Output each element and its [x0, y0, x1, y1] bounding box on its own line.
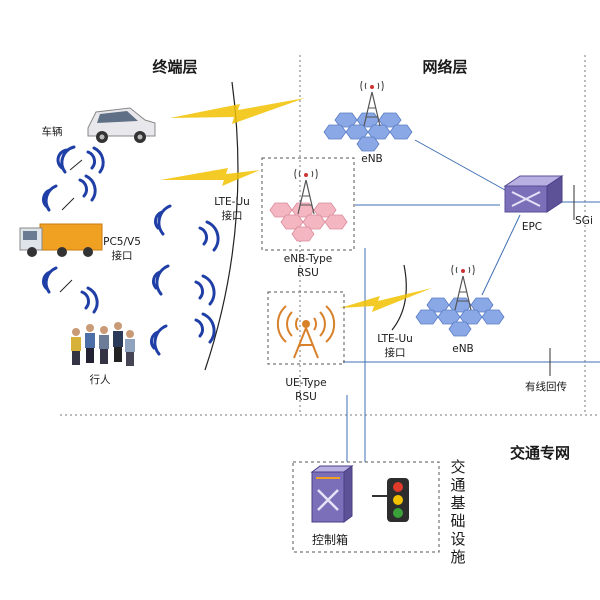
- ue-type-rsu-label-line2: RSU: [295, 391, 317, 403]
- lightning-truck-rsu: [160, 168, 260, 186]
- link-enb-top-to-epc: [414, 139, 506, 191]
- lte-uu-network-line1: LTE-Uu: [377, 333, 413, 345]
- enb-type-rsu-label-line1: eNB-Type: [284, 253, 332, 265]
- network-layer-title: 网络层: [422, 58, 467, 76]
- controller-label: 控制箱: [312, 532, 348, 547]
- wireless-waves: [41, 145, 220, 356]
- arc-lte-uu-network: [391, 264, 407, 331]
- enb-top-label: eNB: [361, 153, 383, 165]
- wave-separators: [59, 159, 83, 293]
- ue-type-rsu-label-line1: UE-Type: [285, 377, 326, 389]
- ue-type-rsu-box: [267, 291, 345, 365]
- enb-type-rsu-box: [261, 157, 355, 251]
- pedestrian-label: 行人: [90, 373, 111, 386]
- car-icon: [87, 107, 156, 143]
- pc5-label-line1: PC5/V5: [103, 236, 141, 248]
- epc-icon: [503, 175, 564, 213]
- pc5-label-line2: 接口: [112, 249, 133, 262]
- ue-type-rsu-icon: [276, 305, 336, 359]
- enb-type-rsu-label-line2: RSU: [297, 267, 319, 279]
- lte-uu-network-line2: 接口: [385, 346, 406, 359]
- link-enb-bottom-to-epc: [481, 214, 521, 296]
- epc-label: EPC: [522, 221, 542, 233]
- lightning-vehicle-enb: [170, 98, 305, 124]
- traffic-network-title: 交通专网: [510, 444, 570, 462]
- arc-lte-uu-terminal: [204, 81, 239, 371]
- infrastructure-box: [292, 461, 440, 553]
- lightning-rsu-enb: [340, 288, 432, 312]
- lightning-links: [160, 98, 432, 312]
- terminal-layer-title: 终端层: [152, 58, 197, 76]
- lte-uu-terminal-line1: LTE-Uu: [214, 196, 250, 208]
- pedestrians-icon: [71, 322, 135, 366]
- vehicle-label: 车辆: [42, 125, 63, 138]
- controller-icon: [310, 465, 354, 523]
- truck-icon: [19, 223, 103, 257]
- region-boundaries: [60, 55, 600, 416]
- infrastructure-title: 交通基础设施: [450, 458, 466, 566]
- connection-lines: [343, 139, 600, 462]
- enb-bottom-label: eNB: [452, 343, 474, 355]
- lte-uu-terminal-line2: 接口: [222, 209, 243, 222]
- enb-top-icon: [323, 80, 413, 152]
- traffic-light-icon: [372, 478, 409, 522]
- enb-type-rsu-icon: [269, 168, 348, 242]
- sgi-label: SGi: [575, 215, 593, 227]
- wired-backhaul-label: 有线回传: [525, 380, 567, 393]
